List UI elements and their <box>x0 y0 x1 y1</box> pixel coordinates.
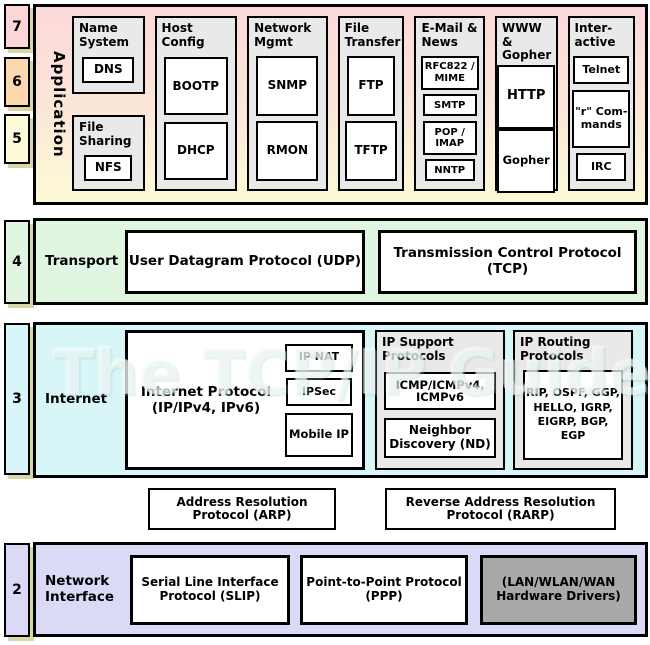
internet-band-label: Internet <box>45 391 108 408</box>
protocol-dns: DNS <box>82 57 135 84</box>
protocol-rfc822-mime: RFC822 / MIME <box>420 55 479 90</box>
group-www-gopher: WWW & Gopher HTTP Gopher <box>494 16 558 193</box>
protocol-tcp: Transmission Control Protocol (TCP) <box>378 229 637 294</box>
protocol-arp: Address Resolution Protocol (ARP) <box>148 488 336 530</box>
group-title-ip-support: IP Support Protocols <box>382 335 454 363</box>
protocol-slip: Serial Line Interface Protocol (SLIP) <box>130 554 290 625</box>
layer-4-badge: 4 <box>4 220 30 304</box>
protocol-mobile-ip: Mobile IP <box>285 412 353 457</box>
protocol-bootp: BOOTP <box>163 57 228 116</box>
protocol-nntp: NNTP <box>424 159 475 182</box>
protocol-udp: User Datagram Protocol (UDP) <box>125 229 365 294</box>
group-title-file-sharing: File Sharing <box>79 120 132 148</box>
layer-2-badge: 2 <box>4 543 30 637</box>
group-title-www-gopher: WWW & Gopher <box>501 21 552 63</box>
group-file-sharing: File Sharing NFS <box>72 115 145 191</box>
protocol-ip-nat: IP NAT <box>285 343 353 372</box>
protocol-ip-box: Internet Protocol (IP/IPv4, IPv6) IP NAT… <box>125 330 365 470</box>
group-title-host-config: Host Config <box>161 21 205 49</box>
protocol-ftp: FTP <box>347 56 396 117</box>
protocol-irc: IRC <box>576 152 627 181</box>
protocol-smtp: SMTP <box>422 94 477 117</box>
group-interactive: Inter-active Telnet "r" Com-mands IRC <box>567 16 636 191</box>
group-name-system: Name System DNS <box>72 16 145 94</box>
network-interface-band-label: Network Interface <box>45 572 115 605</box>
group-title-network-mgmt: Network Mgmt <box>254 21 312 49</box>
group-email-news: E-Mail & News RFC822 / MIME SMTP POP / I… <box>414 16 485 191</box>
group-title-file-transfer: File Transfer <box>344 21 401 49</box>
application-columns: Name System DNS File Sharing NFS Host Co… <box>70 7 645 202</box>
protocol-rarp: Reverse Address Resolution Protocol (RAR… <box>385 488 616 530</box>
protocol-pop-imap: POP / IMAP <box>422 120 477 155</box>
protocol-neighbor-discovery: Neighbor Discovery (ND) <box>384 417 496 458</box>
protocol-ppp: Point-to-Point Protocol (PPP) <box>300 554 468 625</box>
group-title-name-system: Name System <box>79 21 129 49</box>
layer-7-badge: 7 <box>4 4 30 49</box>
transport-band-label: Transport <box>45 252 119 269</box>
group-network-mgmt: Network Mgmt SNMP RMON <box>247 16 328 191</box>
group-title-interactive: Inter-active <box>574 21 616 49</box>
group-file-transfer: File Transfer FTP TFTP <box>337 16 405 191</box>
group-ip-routing-protocols: IP Routing Protocols RIP, OSPF, GGP, HEL… <box>513 330 633 470</box>
protocol-nfs: NFS <box>84 155 133 182</box>
layer-5-badge: 5 <box>4 114 30 164</box>
network-interface-band: Network Interface Serial Line Interface … <box>33 542 648 637</box>
protocol-http: HTTP <box>497 64 556 129</box>
group-title-email-news: E-Mail & News <box>421 21 478 49</box>
layer-3-badge: 3 <box>4 323 30 475</box>
group-host-config: Host Config BOOTP DHCP <box>154 16 238 191</box>
ip-side-protocols: IP NAT IPSec Mobile IP <box>280 337 358 463</box>
internet-band: Internet Internet Protocol (IP/IPv4, IPv… <box>33 322 648 478</box>
group-title-ip-routing: IP Routing Protocols <box>520 335 591 363</box>
protocol-dhcp: DHCP <box>163 121 228 180</box>
protocol-icmp: ICMP/ICMPv4, ICMPv6 <box>384 372 496 411</box>
group-ip-support-protocols: IP Support Protocols ICMP/ICMPv4, ICMPv6… <box>375 330 505 470</box>
transport-band: Transport User Datagram Protocol (UDP) T… <box>33 218 648 305</box>
layer-6-badge: 6 <box>4 57 30 107</box>
protocol-ip-title: Internet Protocol (IP/IPv4, IPv6) <box>140 383 272 416</box>
protocol-routing-list: RIP, OSPF, GGP, HELLO, IGRP, EIGRP, BGP,… <box>523 370 623 461</box>
protocol-r-commands: "r" Com-mands <box>572 89 631 148</box>
hardware-drivers-box: (LAN/WLAN/WAN Hardware Drivers) <box>480 554 637 625</box>
application-band: Application Name System DNS File Sharing… <box>33 4 648 205</box>
protocol-rmon: RMON <box>256 121 319 182</box>
column-name-and-sharing: Name System DNS File Sharing NFS <box>72 16 145 191</box>
protocol-gopher: Gopher <box>497 128 556 193</box>
protocol-ipsec: IPSec <box>286 378 352 406</box>
protocol-snmp: SNMP <box>256 56 319 117</box>
application-band-label: Application <box>50 51 68 158</box>
protocol-telnet: Telnet <box>573 56 630 85</box>
protocol-tftp: TFTP <box>345 121 398 182</box>
